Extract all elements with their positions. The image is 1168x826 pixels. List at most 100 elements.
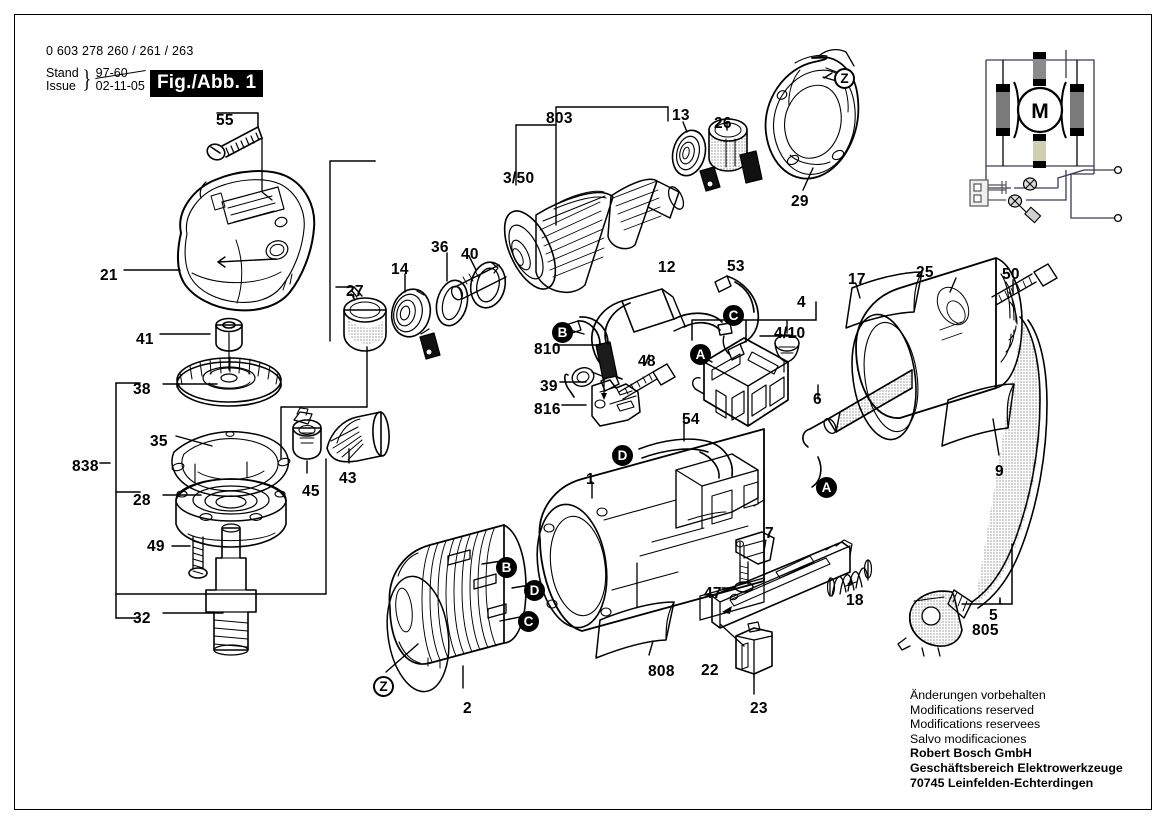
part-callout-9: 9 (995, 463, 1004, 480)
part-4-10-knob (774, 334, 800, 373)
part-6-rod (802, 369, 913, 488)
part-callout-5: 5 (989, 607, 998, 624)
part-callout-47: 47 (704, 585, 722, 602)
part-36-washer (435, 279, 469, 327)
part-49-screw (188, 536, 208, 579)
field-coil-right (1060, 60, 1084, 166)
part-43-collet (326, 411, 390, 463)
part-17-label (845, 271, 923, 329)
part-callout-50: 50 (1002, 266, 1020, 283)
motor-symbol-circle (1016, 86, 1064, 134)
part-14-bearing (390, 288, 432, 338)
part-callout-1: 1 (586, 471, 595, 488)
footer-line-fr: Modifications reservees (910, 717, 1041, 732)
part-callout-803: 803 (546, 110, 573, 127)
part-callout-28: 28 (133, 492, 151, 509)
part-callout-55: 55 (216, 112, 234, 129)
part-810-carbon-brush (565, 316, 618, 400)
part-callout-18: 18 (846, 592, 864, 609)
part-callout-816: 816 (534, 401, 561, 418)
company-address: 70745 Leinfelden-Echterdingen (910, 775, 1094, 790)
part-callout-17: 17 (848, 271, 866, 288)
part-callout-23: 23 (750, 700, 768, 717)
connection-marker-d: D (524, 580, 545, 601)
part-callout-54: 54 (682, 411, 700, 428)
brush-top (1033, 52, 1046, 86)
part-callout-14: 14 (391, 261, 409, 278)
company-division: Geschäftsbereich Elektrowerkzeuge (910, 760, 1123, 775)
part-callout-41: 41 (136, 331, 154, 348)
part-number: 0 603 278 260 / 261 / 263 (46, 44, 194, 58)
small-collar (293, 407, 313, 425)
part-53-lead (714, 275, 760, 361)
part-45-nut (292, 419, 322, 460)
part-callout-49: 49 (147, 538, 165, 555)
footer-block: Änderungen vorbehalten Modifications res… (910, 688, 1123, 790)
part-816-brush-holder (591, 379, 641, 427)
brush-bottom (1033, 134, 1046, 168)
field-coil-left (996, 60, 1020, 166)
connection-marker-a: A (690, 344, 711, 365)
part-callout-810: 810 (534, 341, 561, 358)
part-18-spring (826, 559, 873, 597)
part-callout-25: 25 (916, 264, 934, 281)
date-current: 02-11-05 (95, 79, 145, 93)
part-callout-838: 838 (72, 458, 99, 475)
part-callout-45: 45 (302, 483, 320, 500)
part-callout-53: 53 (727, 258, 745, 275)
part-27-ring (343, 297, 387, 352)
part-callout-7: 7 (765, 525, 774, 542)
bracket-838 (99, 382, 141, 619)
part-48-screw (618, 363, 676, 400)
revision-block: Stand Issue } 97-60 02-11-05 (46, 67, 194, 93)
part-803-armature (450, 178, 685, 301)
wiring-schematic: M (966, 38, 1146, 233)
part-callout-35: 35 (150, 433, 168, 450)
connection-marker-d: D (612, 445, 633, 466)
part-55-screw (206, 126, 263, 161)
part-28-flange (175, 461, 287, 548)
figure-label: Fig./Abb. 1 (150, 70, 264, 97)
connection-marker-a: A (816, 477, 837, 498)
part-40-clip (469, 261, 507, 309)
brace-glyph: } (82, 66, 91, 93)
part-callout-4: 4 (797, 294, 806, 311)
part-54-wires (613, 416, 734, 479)
part-39-spring (564, 367, 603, 398)
connection-marker-c: C (723, 305, 744, 326)
part-callout-13: 13 (672, 107, 690, 124)
footer-line-de: Änderungen vorbehalten (910, 688, 1046, 702)
stand-label: Stand (46, 66, 79, 80)
part-805-power-cord (897, 316, 1048, 657)
connection-marker-b: B (552, 322, 573, 343)
part-callout-3-50: 3/50 (503, 170, 535, 187)
footer-line-en: Modifications reserved (910, 702, 1034, 717)
part-callout-32: 32 (133, 610, 151, 627)
part-callout-48: 48 (638, 353, 656, 370)
part-22-rail (711, 539, 853, 629)
connection-marker-b: B (496, 557, 517, 578)
part-callout-36: 36 (431, 239, 449, 256)
part-callout-6: 6 (813, 391, 822, 408)
connection-marker-c: C (518, 611, 539, 632)
part-25-motor-housing (851, 257, 1023, 441)
part-callout-4-10: 4/10 (774, 325, 806, 342)
part-808-plate (595, 601, 675, 659)
part-callout-21: 21 (100, 267, 118, 284)
part-4-switch (692, 337, 789, 427)
header-block: 0 603 278 260 / 261 / 263 Stand Issue } … (46, 44, 194, 93)
footer-line-es: Salvo modificaciones (910, 731, 1027, 746)
part-2-field-stator (386, 524, 527, 693)
date-superseded: 97-60 (96, 67, 145, 80)
motor-symbol-letter: M (1031, 100, 1049, 123)
page-border (14, 14, 1152, 810)
part-callout-29: 29 (791, 193, 809, 210)
part-21-gear-cover (177, 170, 316, 312)
part-callout-40: 40 (461, 246, 479, 263)
part-23-button (735, 621, 773, 679)
part-callout-805: 805 (972, 622, 999, 639)
part-callout-26: 26 (714, 115, 732, 132)
part-callout-43: 43 (339, 470, 357, 487)
